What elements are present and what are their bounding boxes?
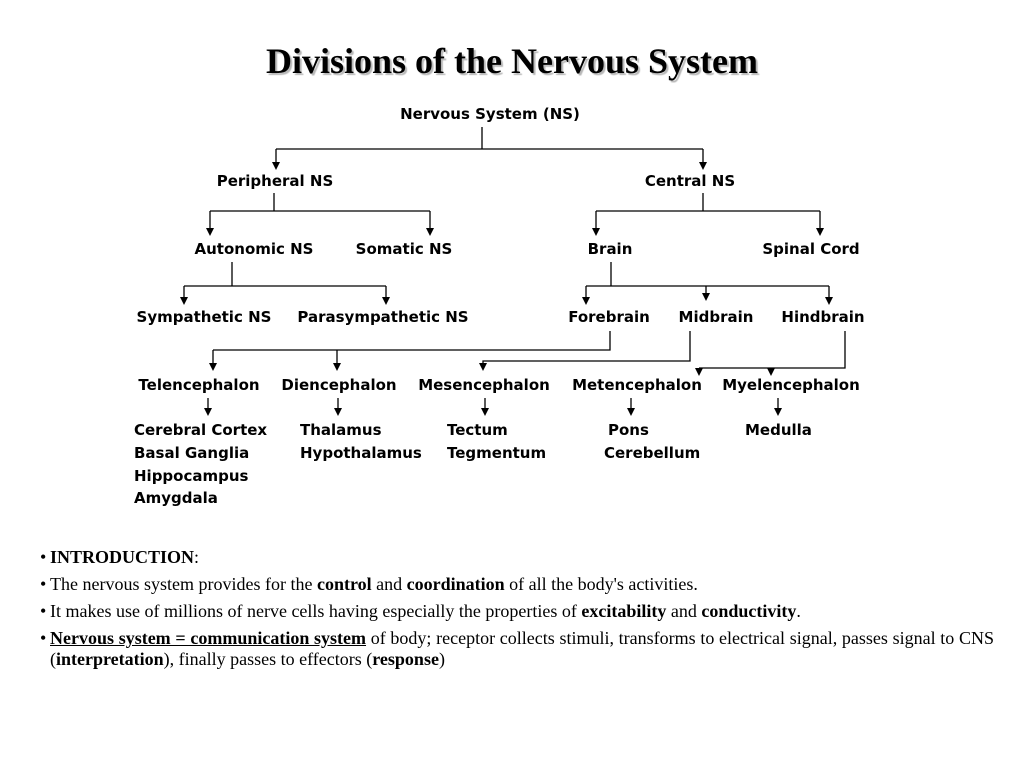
arrow-telencephalon	[209, 363, 217, 371]
edge-midbrain-branch	[482, 331, 691, 366]
bullet-introduction: INTRODUCTION:	[40, 547, 994, 568]
arrow-parasympathetic	[382, 297, 390, 305]
bullet-excitability-conductivity: It makes use of millions of nerve cells …	[40, 601, 994, 622]
node-telencephalon: Telencephalon	[138, 376, 259, 394]
edge-forebrain-branch	[213, 331, 611, 351]
leaf-basal-ganglia: Basal Ganglia	[134, 444, 249, 462]
leaf-thalamus: Thalamus	[300, 421, 382, 439]
leaf-cerebral-cortex: Cerebral Cortex	[134, 421, 267, 439]
arrow-metencephalon	[695, 368, 703, 376]
introduction-text: INTRODUCTION: The nervous system provide…	[40, 547, 994, 676]
arrow-mesencephalon-parts	[481, 408, 489, 416]
arrow-hindbrain	[825, 297, 833, 305]
leaf-medulla: Medulla	[745, 421, 812, 439]
arrow-telencephalon-parts	[204, 408, 212, 416]
arrow-somatic	[426, 228, 434, 236]
arrow-brain	[592, 228, 600, 236]
node-peripheral-ns: Peripheral NS	[217, 172, 334, 190]
node-brain: Brain	[588, 240, 633, 258]
arrow-myelencephalon	[767, 368, 775, 376]
leaf-hippocampus: Hippocampus	[134, 467, 249, 485]
leaf-tegmentum: Tegmentum	[447, 444, 546, 462]
node-nervous-system: Nervous System (NS)	[400, 105, 580, 123]
arrow-myelencephalon-parts	[774, 408, 782, 416]
arrow-midbrain	[702, 293, 710, 301]
leaf-cerebellum: Cerebellum	[604, 444, 700, 462]
nervous-system-diagram: Nervous System (NS) Peripheral NS Centra…	[134, 105, 865, 507]
node-myelencephalon: Myelencephalon	[722, 376, 860, 394]
arrow-metencephalon-parts	[627, 408, 635, 416]
arrow-spinal	[816, 228, 824, 236]
arrow-central	[699, 162, 707, 170]
node-mesencephalon: Mesencephalon	[418, 376, 550, 394]
leaf-amygdala: Amygdala	[134, 489, 218, 507]
node-spinal-cord: Spinal Cord	[762, 240, 859, 258]
node-autonomic-ns: Autonomic NS	[195, 240, 314, 258]
arrow-peripheral	[272, 162, 280, 170]
node-somatic-ns: Somatic NS	[356, 240, 453, 258]
leaf-hypothalamus: Hypothalamus	[300, 444, 422, 462]
bullet-control-coordination: The nervous system provides for the cont…	[40, 574, 994, 595]
bullet-communication-system: Nervous system = communication system of…	[40, 628, 994, 670]
node-forebrain: Forebrain	[568, 308, 650, 326]
page-title: Divisions of the Nervous System	[266, 41, 758, 81]
node-parasympathetic-ns: Parasympathetic NS	[297, 308, 468, 326]
node-sympathetic-ns: Sympathetic NS	[137, 308, 272, 326]
node-central-ns: Central NS	[645, 172, 735, 190]
arrow-mesencephalon	[479, 363, 487, 371]
arrow-diencephalon	[333, 363, 341, 371]
leaf-pons: Pons	[608, 421, 649, 439]
arrow-autonomic	[206, 228, 214, 236]
arrow-diencephalon-parts	[334, 408, 342, 416]
node-hindbrain: Hindbrain	[781, 308, 864, 326]
arrow-sympathetic	[180, 297, 188, 305]
node-metencephalon: Metencephalon	[572, 376, 702, 394]
leaf-tectum: Tectum	[447, 421, 508, 439]
node-diencephalon: Diencephalon	[281, 376, 396, 394]
node-midbrain: Midbrain	[679, 308, 754, 326]
arrow-forebrain	[582, 297, 590, 305]
edge-hindbrain-branch	[699, 331, 846, 369]
